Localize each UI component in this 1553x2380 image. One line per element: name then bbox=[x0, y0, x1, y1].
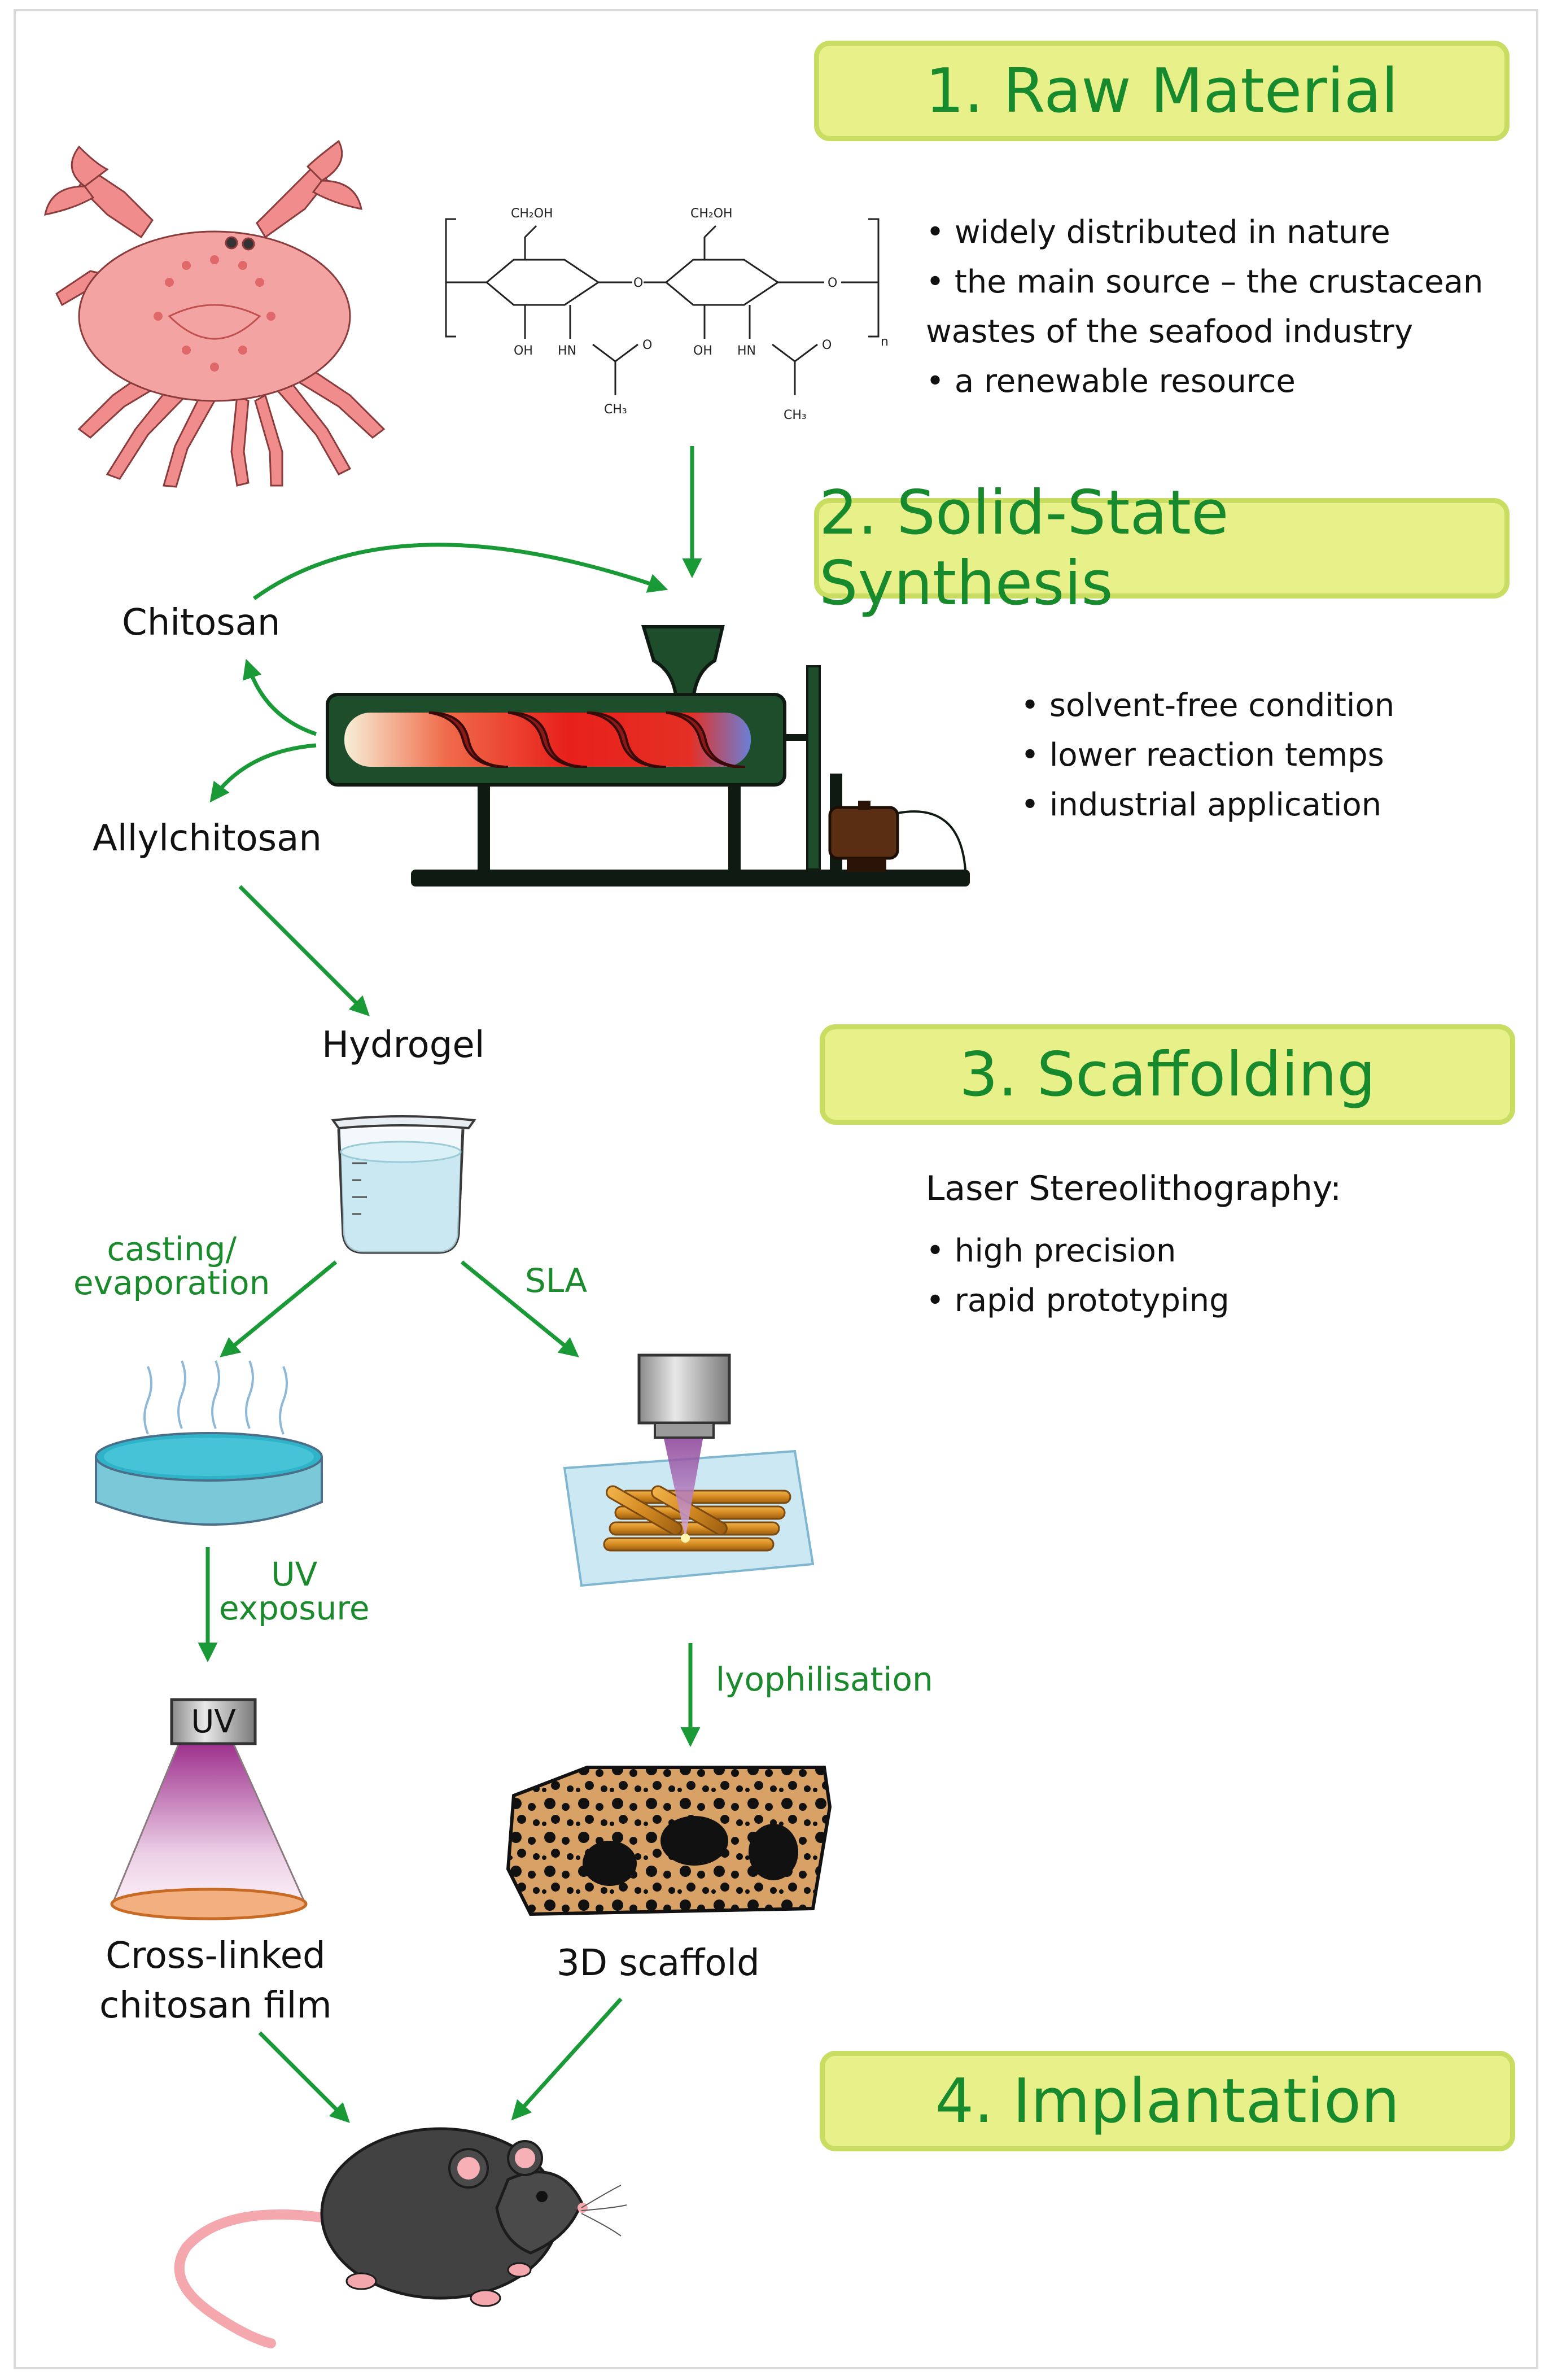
oh-label-2: OH bbox=[693, 344, 712, 358]
synthesis-bullet-1: solvent-free condition bbox=[1021, 681, 1394, 731]
scaffolding-bullet-2: rapid prototyping bbox=[926, 1276, 1230, 1326]
ch3-label-2: CH₃ bbox=[784, 408, 807, 422]
uv-exposure-label: UV exposure bbox=[219, 1555, 370, 1627]
arrow-chitosan-to-extruder bbox=[252, 543, 668, 600]
n-subscript: n bbox=[881, 335, 889, 349]
chitin-atom-labels: CH₂OH CH₂OH O O OH HN OH HN O O CH₃ CH₃ … bbox=[511, 207, 889, 422]
scaffolding-bullets: high precision rapid prototyping bbox=[926, 1226, 1230, 1326]
arrow-hydrogel-to-casting bbox=[220, 1260, 338, 1357]
hydrogel-label: Hydrogel bbox=[322, 1024, 485, 1066]
uv-lamp-icon: UV bbox=[110, 1698, 308, 1920]
stage-1-title: 1. Raw Material bbox=[925, 55, 1398, 126]
o-label-4: O bbox=[822, 338, 832, 352]
sla-lead-text: Laser Stereolithography: bbox=[926, 1169, 1342, 1208]
casting-label: casting/ evaporation bbox=[73, 1230, 270, 1302]
raw-bullet-2: the main source – the crustacean bbox=[926, 257, 1484, 307]
lyophilisation-label: lyophilisation bbox=[716, 1660, 933, 1698]
arrow-hydrogel-to-sla bbox=[460, 1260, 579, 1357]
crab-icon bbox=[44, 139, 386, 488]
uv-lamp-text: UV bbox=[191, 1704, 235, 1740]
synthesis-bullets: solvent-free condition lower reaction te… bbox=[1021, 681, 1394, 830]
hn-label-2: HN bbox=[737, 344, 756, 358]
raw-bullet-3: a renewable resource bbox=[926, 357, 1483, 407]
raw-material-bullets: widely distributed in nature the main so… bbox=[926, 208, 1483, 407]
stage-2-synthesis: 2. Solid-State Synthesis bbox=[814, 478, 1510, 619]
stage-3-title: 3. Scaffolding bbox=[959, 1039, 1376, 1110]
o-label-1: O bbox=[633, 276, 643, 290]
hn-label-1: HN bbox=[558, 344, 576, 358]
ch2oh-label-2: CH₂OH bbox=[690, 207, 733, 221]
stage-4-implantation: 4. Implantation bbox=[820, 2051, 1515, 2151]
o-label-2: O bbox=[828, 276, 837, 290]
arrow-extruder-to-chitosan bbox=[243, 658, 317, 736]
ch3-label-1: CH₃ bbox=[604, 403, 627, 417]
allylchitosan-label: Allylchitosan bbox=[93, 818, 322, 859]
arrow-allylchitosan-to-hydrogel bbox=[238, 885, 370, 1016]
arrow-scaffold-to-mouse bbox=[511, 1997, 623, 2121]
stage-4-title: 4. Implantation bbox=[935, 2065, 1400, 2137]
chitin-structure bbox=[445, 218, 880, 395]
extruder-machine bbox=[326, 625, 970, 887]
arrow-film-to-mouse bbox=[258, 2031, 350, 2123]
scaffold-label: 3D scaffold bbox=[557, 1942, 760, 1984]
film-label: Cross-linked chitosan film bbox=[99, 1935, 332, 2027]
ch2oh-label-1: CH₂OH bbox=[511, 207, 553, 221]
sla-label: SLA bbox=[525, 1261, 588, 1300]
o-label-3: O bbox=[642, 338, 652, 352]
sla-printer-icon bbox=[563, 1353, 815, 1587]
figure-frame bbox=[14, 9, 1538, 2369]
raw-bullet-2-continued: wastes of the seafood industry bbox=[926, 313, 1414, 350]
chitosan-label: Chitosan bbox=[122, 602, 281, 644]
arrow-extruder-to-allylchitosan bbox=[209, 743, 317, 803]
beaker-icon bbox=[331, 1115, 476, 1254]
mouse-icon bbox=[174, 2127, 627, 2348]
scaffold-icon bbox=[506, 1766, 832, 1916]
stage-2-title: 2. Solid-State Synthesis bbox=[819, 478, 1229, 619]
flow-arrows bbox=[198, 446, 702, 2123]
raw-bullet-1: widely distributed in nature bbox=[926, 208, 1483, 257]
synthesis-bullet-3: industrial application bbox=[1021, 780, 1394, 830]
stage-1-raw-material: 1. Raw Material bbox=[814, 41, 1510, 141]
synthesis-bullet-2: lower reaction temps bbox=[1021, 731, 1394, 780]
scaffolding-bullet-1: high precision bbox=[926, 1226, 1230, 1276]
petri-dish-icon bbox=[95, 1360, 323, 1526]
oh-label-1: OH bbox=[514, 344, 533, 358]
stage-3-scaffolding: 3. Scaffolding bbox=[820, 1024, 1515, 1125]
